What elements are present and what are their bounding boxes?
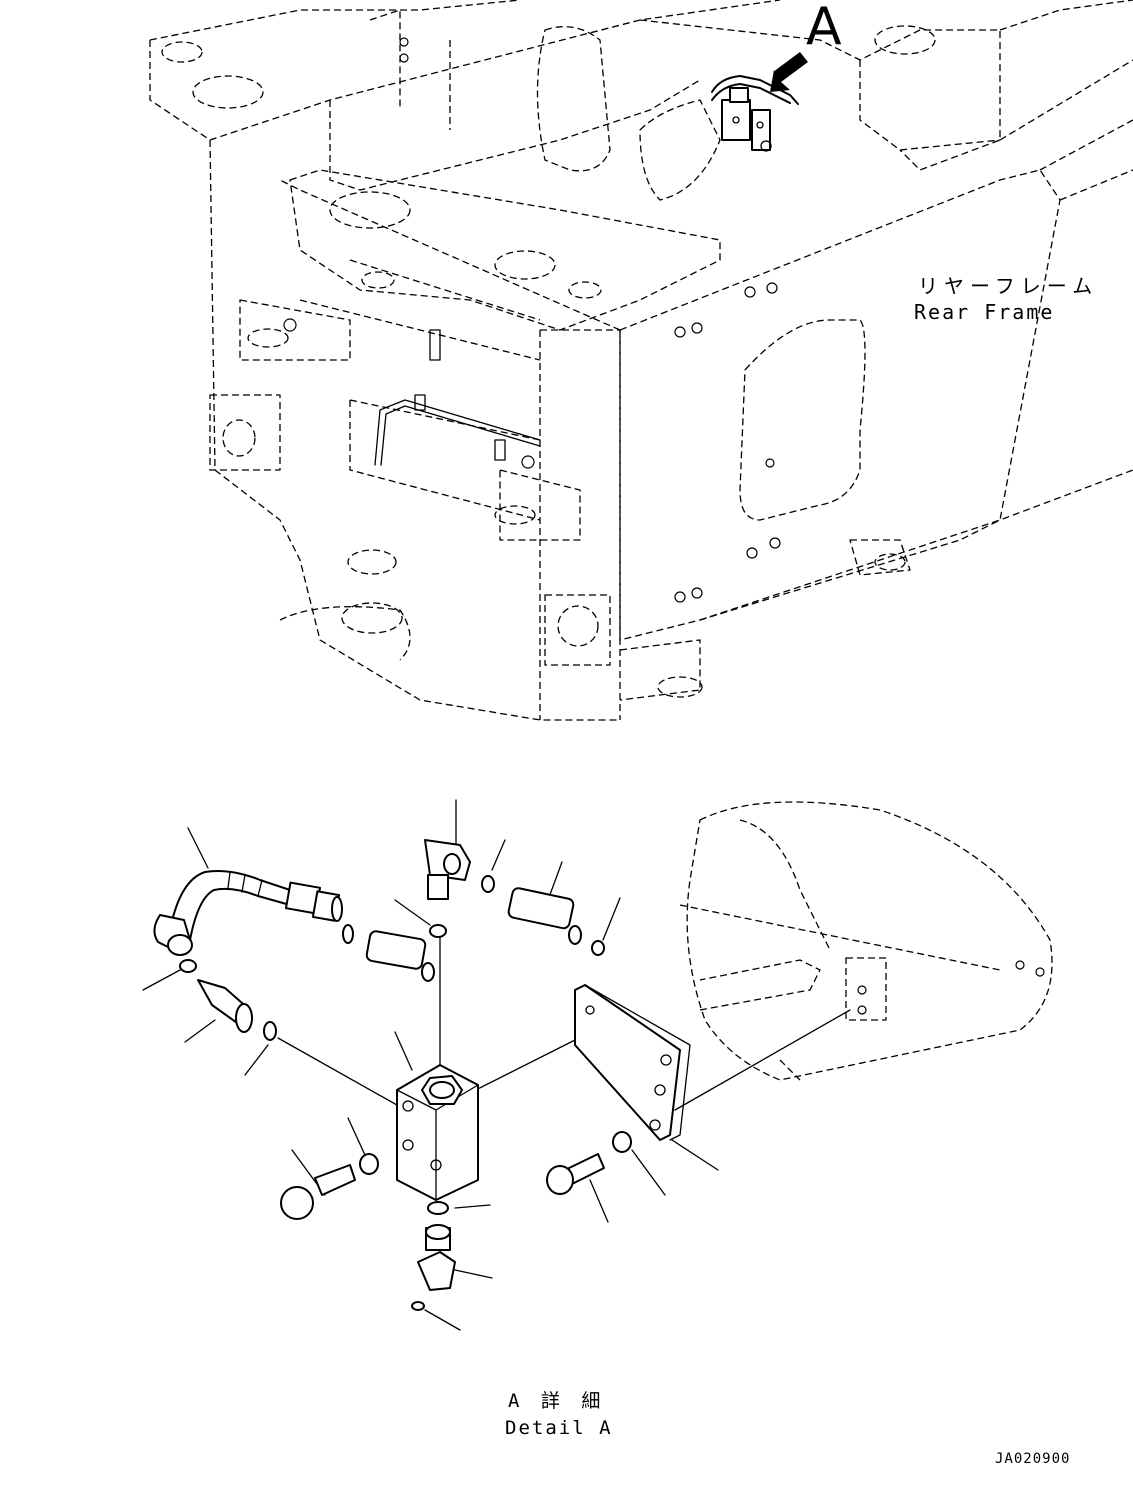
elbow-fitting-left	[197, 979, 277, 1041]
view-arrow-icon	[770, 52, 808, 92]
bolt-right	[546, 1131, 632, 1195]
rear-frame-label-en: Rear Frame	[914, 300, 1054, 324]
drawing-code: JA020900	[995, 1451, 1070, 1467]
frame-piping	[374, 329, 541, 466]
detail-label-en: Detail A	[505, 1417, 613, 1439]
detail-label-jp: A 詳 細	[508, 1390, 605, 1412]
rear-frame-label-jp: リヤーフレーム	[918, 274, 1098, 298]
rear-frame-phantom	[149, 0, 1133, 721]
view-marker-letter: A	[806, 0, 842, 57]
fitting-adapter-top	[481, 875, 605, 956]
valve-block	[396, 1064, 479, 1201]
detail-frame-phantom	[679, 801, 1053, 1081]
hose-assembly	[153, 870, 354, 956]
bracket-plate	[574, 984, 691, 1141]
detail-a-label: A 詳 細 Detail A	[505, 1390, 613, 1439]
bolt-left	[280, 1153, 379, 1220]
rear-frame-label: リヤーフレーム Rear Frame	[914, 274, 1098, 324]
view-marker-a: A	[770, 0, 842, 92]
elbow-fitting-bottom	[411, 1201, 456, 1311]
sensor-connector-top	[424, 839, 471, 938]
fitting-adapter-left	[179, 930, 435, 982]
leader-lines	[142, 799, 851, 1331]
frame-bolts	[283, 37, 781, 603]
valve-location-thumbnail	[711, 75, 799, 152]
